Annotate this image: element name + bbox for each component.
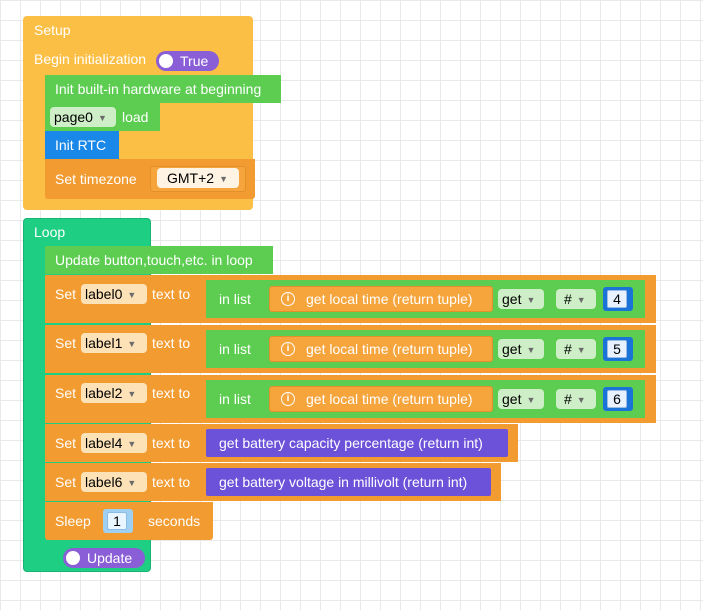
- local-time-label-1: get local time (return tuple): [306, 341, 473, 357]
- chevron-down-icon: ▼: [526, 345, 536, 355]
- battery-capacity-label: get battery capacity percentage (return …: [219, 435, 483, 451]
- local-time-tuple-0[interactable]: [269, 286, 493, 312]
- set-label4-set: Set: [55, 435, 77, 451]
- seconds-label: seconds: [148, 513, 201, 529]
- set-label2-set: Set: [55, 385, 77, 401]
- update-toggle[interactable]: Update: [63, 548, 145, 568]
- set-timezone-label: Set timezone: [55, 171, 137, 187]
- get-dropdown-2[interactable]: get▼: [498, 389, 544, 409]
- battery-capacity-block[interactable]: [206, 429, 508, 457]
- label2-dropdown[interactable]: label2▼: [81, 383, 147, 403]
- loop-title: Loop: [34, 224, 66, 240]
- chevron-down-icon: ▼: [526, 395, 536, 405]
- chevron-down-icon: ▼: [127, 389, 137, 399]
- set-label6-text-to: text to: [152, 474, 191, 490]
- in-list-label-1: in list: [219, 341, 251, 357]
- chevron-down-icon: ▼: [127, 339, 137, 349]
- chevron-down-icon: ▼: [576, 345, 586, 355]
- battery-voltage-label: get battery voltage in millivolt (return…: [219, 474, 468, 490]
- chevron-down-icon: ▼: [526, 295, 536, 305]
- hash-dropdown-0[interactable]: #▼: [556, 289, 596, 309]
- chevron-down-icon: ▼: [97, 113, 107, 123]
- begin-initialization-label: Begin initialization: [34, 51, 147, 67]
- set-label0-set: Set: [55, 286, 77, 302]
- set-label1-set: Set: [55, 335, 77, 351]
- toggle-knob-icon: [159, 54, 173, 68]
- set-label2-text-to: text to: [152, 385, 191, 401]
- begin-toggle[interactable]: True: [156, 51, 219, 71]
- chevron-down-icon: ▼: [127, 478, 137, 488]
- get-dropdown-0[interactable]: get▼: [498, 289, 544, 309]
- chevron-down-icon: ▼: [576, 395, 586, 405]
- set-label1-text-to: text to: [152, 335, 191, 351]
- init-rtc-label: Init RTC: [55, 137, 107, 153]
- chevron-down-icon: ▼: [219, 174, 228, 184]
- in-list-label-0: in list: [219, 291, 251, 307]
- label1-dropdown[interactable]: label1▼: [81, 333, 147, 353]
- init-hardware-block[interactable]: [45, 75, 281, 103]
- set-label0-text-to: text to: [152, 286, 191, 302]
- index-number-2[interactable]: 6: [603, 387, 633, 411]
- label0-dropdown[interactable]: label0▼: [81, 284, 147, 304]
- index-number-0[interactable]: 4: [603, 287, 633, 311]
- init-rtc-block[interactable]: [45, 131, 119, 159]
- battery-voltage-block[interactable]: [206, 468, 491, 496]
- setup-title: Setup: [34, 22, 71, 38]
- timezone-dropdown[interactable]: GMT+2▼: [157, 168, 239, 188]
- set-label6-set: Set: [55, 474, 77, 490]
- page-dropdown[interactable]: page0▼: [50, 107, 116, 127]
- label4-dropdown[interactable]: label4▼: [81, 433, 147, 453]
- in-list-label-2: in list: [219, 391, 251, 407]
- info-icon: i: [281, 342, 295, 356]
- setup-block-top: [23, 16, 253, 46]
- chevron-down-icon: ▼: [127, 439, 137, 449]
- update-loop-block[interactable]: [45, 246, 273, 274]
- page-load-label: load: [122, 109, 149, 125]
- hash-dropdown-1[interactable]: #▼: [556, 339, 596, 359]
- hash-dropdown-2[interactable]: #▼: [556, 389, 596, 409]
- chevron-down-icon: ▼: [576, 295, 586, 305]
- info-icon: i: [281, 292, 295, 306]
- chevron-down-icon: ▼: [127, 290, 137, 300]
- local-time-label-0: get local time (return tuple): [306, 291, 473, 307]
- init-hardware-label: Init built-in hardware at beginning: [55, 81, 262, 97]
- local-time-label-2: get local time (return tuple): [306, 391, 473, 407]
- index-number-1[interactable]: 5: [603, 337, 633, 361]
- get-dropdown-1[interactable]: get▼: [498, 339, 544, 359]
- label6-dropdown[interactable]: label6▼: [81, 472, 147, 492]
- sleep-seconds-number[interactable]: 1: [103, 509, 133, 533]
- local-time-tuple-2[interactable]: [269, 386, 493, 412]
- info-icon: i: [281, 392, 295, 406]
- sleep-label: Sleep: [55, 513, 91, 529]
- update-loop-label: Update button,touch,etc. in loop: [55, 252, 253, 268]
- toggle-knob-icon: [66, 551, 80, 565]
- local-time-tuple-1[interactable]: [269, 336, 493, 362]
- set-label4-text-to: text to: [152, 435, 191, 451]
